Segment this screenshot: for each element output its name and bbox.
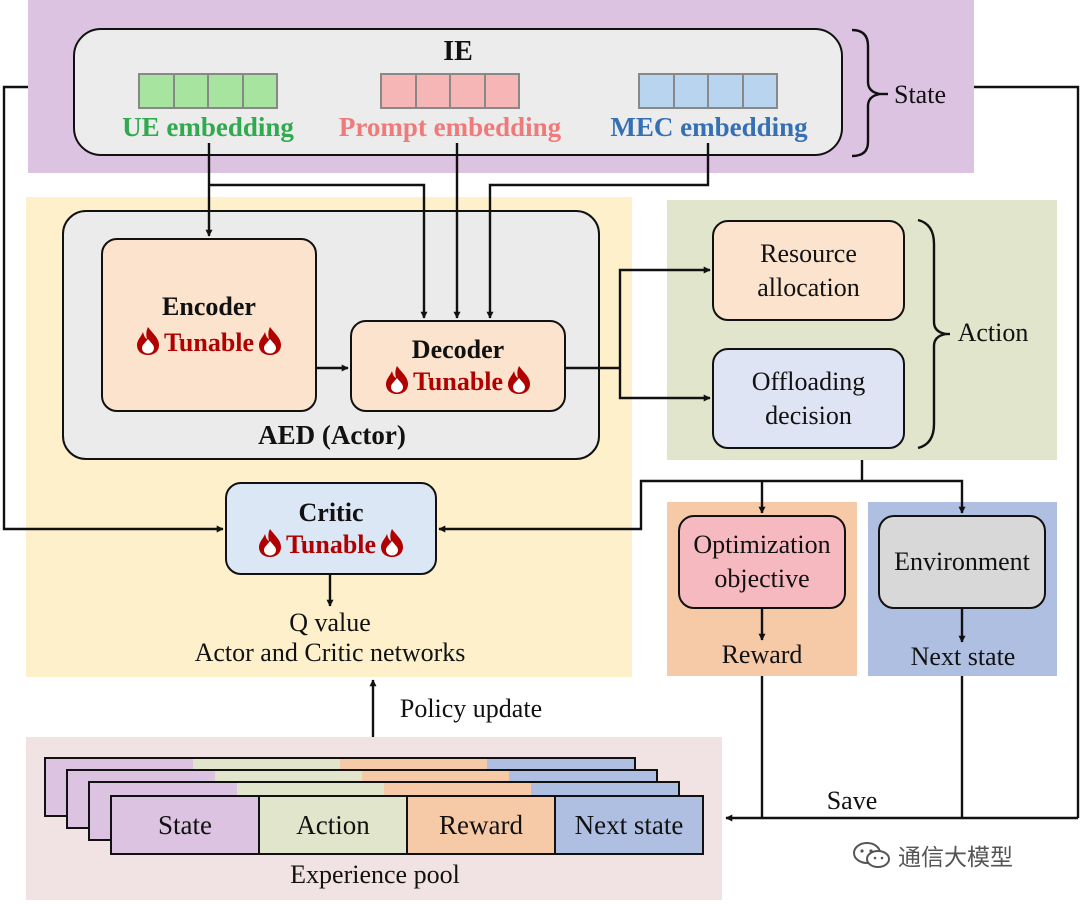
pool-cell-action: Action [258,795,408,855]
action-to-environment-arrow [862,479,966,514]
action-to-critic-arrow [438,479,862,533]
flame-icon [508,366,531,394]
next-state-label: Next state [910,642,1016,671]
critic-tunable: Tunable [285,529,377,559]
flame-icon [385,366,408,394]
ue-embedding-vector [138,73,278,109]
environment-title: Environment [894,547,1030,576]
prompt-embedding-vector [380,73,520,109]
objective-line1: Optimization [693,530,831,559]
environment-box: Environment [878,515,1046,609]
ie-title: IE [443,36,473,67]
aed-label: AED (Actor) [258,420,406,450]
flame-icon [258,528,281,557]
wechat-icon [853,842,890,868]
optimization-objective-box: Optimization objective [678,515,846,609]
resource-line1: Resource [760,238,857,268]
ue-to-decoder-arrow [209,183,428,319]
state-to-critic-arrow [2,85,224,533]
resource-line2: allocation [757,272,860,302]
prompt-embedding-label: Prompt embedding [338,112,562,142]
mec-to-decoder-arrow [486,143,710,319]
networks-label: Actor and Critic networks [194,638,466,667]
decoder-to-offloading-arrow [618,368,711,402]
decoder-tunable-row: Tunable [385,365,531,397]
critic-tunable-row: Tunable [258,528,404,560]
experience-pool-label: Experience pool [290,860,460,889]
offloading-line1: Offloading [751,366,866,396]
state-label: State [894,80,946,109]
state-right-line [974,85,1080,818]
flame-icon [136,327,159,355]
state-brace [851,28,881,158]
decoder-to-resource-arrow [618,266,711,368]
resource-allocation-box: Resource allocation [712,220,905,321]
ue-embedding-label: UE embedding [122,112,294,142]
reward-label: Reward [721,640,803,669]
encoder-tunable-row: Tunable [136,326,282,358]
encoder-title: Encoder [162,292,256,321]
critic-title: Critic [298,497,364,527]
mec-embedding-label: MEC embedding [610,112,808,142]
watermark: 通信大模型 [852,838,1013,872]
offloading-decision-box: Offloading decision [712,348,905,449]
save-label: Save [826,786,878,815]
objective-line2: objective [714,564,810,593]
action-brace [917,218,947,450]
encoder-tunable: Tunable [163,328,255,357]
encoder-box: Encoder Tunable [101,238,317,412]
decoder-title: Decoder [411,335,505,364]
pool-cell-next-state: Next state [554,795,704,855]
offloading-line2: decision [765,400,852,430]
flame-icon [381,528,404,557]
pool-cell-reward: Reward [406,795,556,855]
action-label: Action [957,318,1029,347]
decoder-tunable: Tunable [412,367,504,396]
decoder-box: Decoder Tunable [350,320,566,412]
flame-icon [259,327,282,355]
watermark-text: 通信大模型 [898,845,1013,871]
critic-box: Critic Tunable [225,482,437,575]
mec-embedding-vector [638,73,778,109]
policy-update-label: Policy update [399,694,543,723]
q-value-label: Q value [289,608,371,637]
